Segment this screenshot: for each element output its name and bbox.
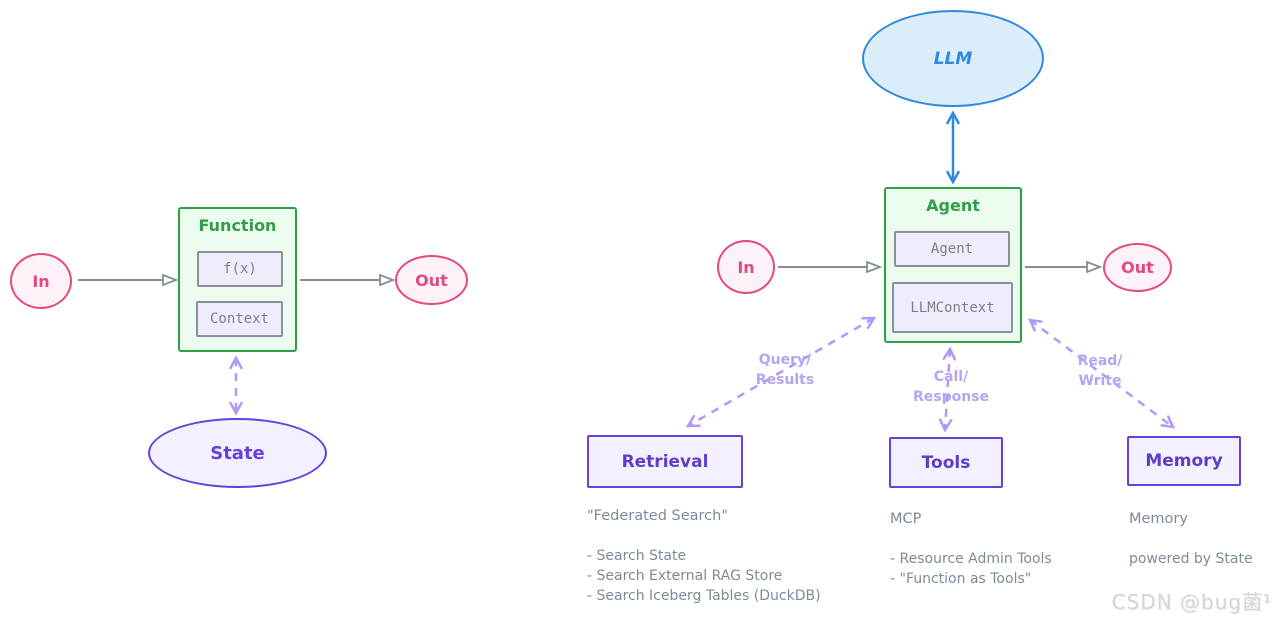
node-out-right: Out: [1103, 243, 1172, 292]
node-retrieval: Retrieval: [587, 435, 743, 488]
edge-label-line: Call/: [933, 369, 969, 385]
edge-label-line: Results: [755, 372, 815, 388]
tools-notes: MCP - Resource Admin Tools - "Function a…: [890, 511, 1100, 589]
node-tools: Tools: [889, 437, 1003, 488]
memory-notes-title: Memory: [1129, 511, 1188, 527]
tools-note-item: - "Function as Tools": [890, 571, 1032, 587]
tools-note-item: - Resource Admin Tools: [890, 551, 1052, 567]
tools-notes-title: MCP: [890, 511, 922, 527]
edge-label-read-write: Read/ Write: [1057, 351, 1143, 391]
edge-label-query-results: Query/ Results: [735, 350, 835, 390]
edge-label-line: Query/: [758, 352, 812, 368]
llmcontext-box: LLMContext: [892, 282, 1013, 333]
node-in-left: In: [10, 253, 72, 309]
retrieval-note-item: - Search State: [587, 548, 687, 564]
node-out-left: Out: [395, 255, 468, 305]
node-state: State: [148, 418, 327, 488]
retrieval-notes: "Federated Search" - Search State - Sear…: [587, 508, 877, 606]
node-in-right: In: [717, 240, 775, 294]
retrieval-notes-title: "Federated Search": [587, 508, 729, 524]
function-title: Function: [198, 216, 277, 235]
edge-label-line: Read/: [1077, 353, 1123, 369]
arrow-agent-retrieval: [685, 316, 877, 428]
edge-label-line: Write: [1078, 373, 1122, 389]
edge-label-line: Response: [912, 389, 990, 405]
fx-box: f(x): [197, 251, 283, 287]
retrieval-note-item: - Search Iceberg Tables (DuckDB): [587, 588, 821, 604]
arrow-agent-tools: [938, 346, 957, 433]
retrieval-note-item: - Search External RAG Store: [587, 568, 783, 584]
context-box: Context: [196, 301, 283, 337]
memory-notes: Memory powered by State: [1129, 511, 1279, 569]
agent-title: Agent: [926, 196, 980, 215]
agent-inner-box: Agent: [894, 231, 1010, 267]
node-llm: LLM: [862, 10, 1044, 107]
memory-note-item: powered by State: [1129, 551, 1253, 567]
edge-label-call-response: Call/ Response: [901, 367, 1001, 407]
node-memory: Memory: [1127, 436, 1241, 486]
csdn-watermark: CSDN @bug菌¹: [1111, 590, 1272, 614]
